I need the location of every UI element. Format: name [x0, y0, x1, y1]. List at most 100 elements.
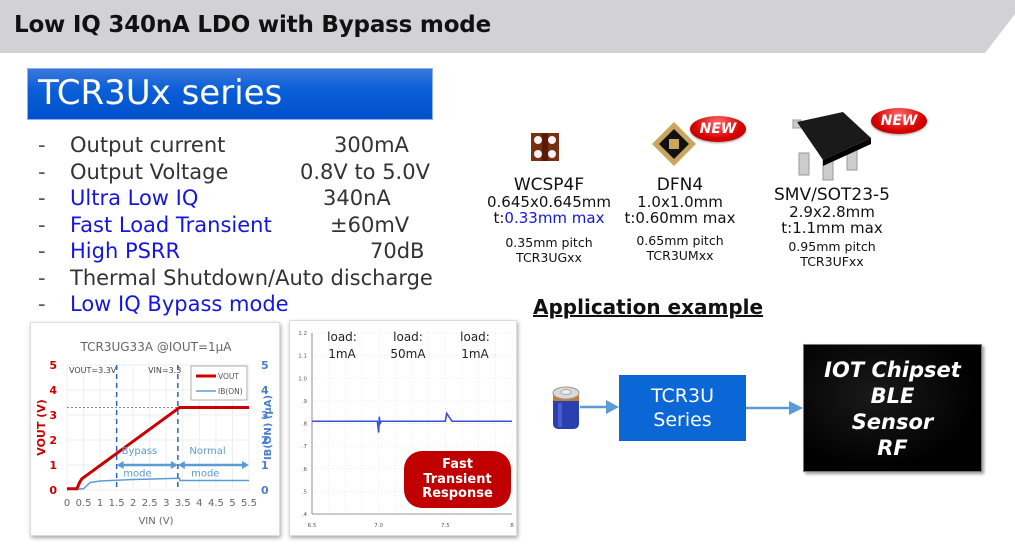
load-block: IOT Chipset BLE Sensor RF	[803, 344, 982, 472]
arrow-head	[242, 461, 249, 469]
arrow-head	[177, 461, 185, 469]
load-line: BLE	[870, 384, 915, 408]
feature-name: Fast Load Transient	[70, 212, 272, 237]
y2-tick-label: 2	[261, 434, 269, 447]
bullet: -	[38, 186, 46, 210]
y2-axis-label: IB(ON) (µA)	[263, 395, 274, 460]
x-tick-label: 1	[97, 498, 103, 509]
series-vout	[67, 406, 249, 491]
arrow-head	[116, 461, 124, 469]
feature-value: 70dB	[370, 239, 425, 263]
sot23-5-package-icon	[792, 112, 871, 181]
wcsp4f-package-icon	[531, 133, 559, 161]
feature-name: Ultra Low IQ	[70, 186, 199, 210]
y2-tick-label: 5	[261, 359, 269, 372]
x-tick-label: 1.5	[109, 498, 125, 509]
badge-line: Transient	[423, 471, 492, 487]
legend-label-vout: VOUT	[218, 372, 239, 381]
bullet: -	[38, 239, 46, 263]
y-axis-label: VOUT (V)	[35, 399, 48, 456]
load-line: IOT Chipset	[824, 358, 961, 382]
package-name: SMV/SOT23-5	[774, 185, 890, 205]
bullet: -	[38, 292, 46, 316]
x-tick-label: 0.5	[76, 498, 92, 509]
page-title: Low IQ 340nA LDO with Bypass mode	[14, 12, 491, 38]
x-tick-label: 3	[163, 498, 169, 509]
package-thickness: t:1.1mm max	[781, 219, 883, 237]
badge-line: Response	[422, 486, 493, 501]
feature-name: High PSRR	[70, 239, 181, 263]
x-tick-label: 7.0	[374, 523, 383, 529]
package-part: TCR3UGxx	[516, 250, 582, 265]
package-name: DFN4	[656, 175, 704, 195]
y-tick-label: 1.0	[298, 376, 307, 382]
load-label: load:	[327, 330, 357, 344]
battery-icon	[552, 386, 580, 429]
feature-name: Low IQ Bypass mode	[70, 292, 289, 316]
package-pitch: 0.65mm pitch	[636, 233, 724, 248]
y-tick-label: .4	[302, 512, 308, 518]
package-size: 1.0x1.0mm	[637, 193, 723, 211]
x-tick-label: 5.5	[241, 498, 257, 509]
legend-label-ib: IB(ON)	[218, 387, 243, 396]
series-ib-on	[66, 477, 249, 491]
feature-value: 0.8V to 5.0V	[300, 159, 430, 184]
feature-item: - Low IQ Bypass mode	[38, 291, 458, 318]
y2-tick-label: 3	[261, 409, 269, 422]
annotation-normal: Normal	[189, 446, 225, 457]
x-tick-label: 2.5	[142, 498, 158, 509]
dfn4-package-icon	[652, 122, 696, 166]
load-label: load:	[460, 330, 490, 344]
x-tick-label: 5	[229, 498, 235, 509]
feature-item: - Output current 300mA	[38, 132, 458, 159]
package-sot23-5: SMV/SOT23-5 2.9x2.8mm t:1.1mm max 0.95mm…	[767, 186, 897, 269]
feature-name: Thermal Shutdown/Auto discharge	[70, 265, 433, 290]
x-tick-label: 2	[130, 498, 136, 509]
package-pitch: 0.95mm pitch	[788, 239, 876, 254]
y-tick-label: 1.2	[298, 331, 307, 337]
regulator-line: Series	[653, 409, 712, 431]
y2-tick-label: 1	[261, 459, 269, 472]
y-tick-label: 4	[49, 384, 57, 397]
y-tick-label: .6	[302, 467, 308, 473]
y-tick-label: .8	[302, 422, 308, 428]
load-value: 1mA	[461, 347, 489, 361]
package-pitch: 0.35mm pitch	[505, 235, 593, 250]
arrow-regulator-to-load	[746, 401, 803, 415]
bullet: -	[38, 133, 46, 157]
bullet: -	[38, 212, 46, 237]
y-tick-label: 1	[49, 459, 57, 472]
y-tick-label: 3	[49, 409, 57, 422]
arrow-head	[170, 461, 178, 469]
annotation-normal-mode: mode	[191, 468, 219, 479]
x-tick-label: 3.5	[175, 498, 191, 509]
header-bar: Low IQ 340nA LDO with Bypass mode	[0, 0, 1015, 53]
feature-item: - Ultra Low IQ 340nA	[38, 185, 458, 212]
y-tick-label: 1.1	[298, 354, 307, 360]
feature-list: - Output current 300mA - Output Voltage …	[38, 132, 458, 318]
regulator-line: TCR3U	[651, 385, 714, 407]
series-title: TCR3Ux series	[38, 73, 283, 113]
load-label: load:	[393, 330, 423, 344]
y-tick-label: .5	[302, 489, 308, 495]
package-thickness: t:0.60mm max	[624, 209, 736, 227]
y-tick-label: .7	[302, 444, 308, 450]
y-tick-label: 0	[49, 484, 57, 497]
application-title: Application example	[533, 295, 764, 319]
annotation-vout: VOUT=3.3V	[69, 366, 117, 375]
load-value: 50mA	[390, 347, 426, 361]
y2-tick-label: 0	[261, 484, 269, 497]
load-value: 1mA	[328, 347, 356, 361]
fast-transient-badge: Fast Transient Response	[404, 451, 511, 508]
bullet: -	[38, 265, 46, 290]
y2-tick-label: 4	[261, 384, 269, 397]
feature-item: - Thermal Shutdown/Auto discharge	[38, 265, 458, 292]
package-name: WCSP4F	[513, 175, 585, 195]
x-tick-label: 7.5	[441, 523, 450, 529]
annotation-bypass-mode: mode	[123, 468, 151, 479]
feature-item: - Output Voltage 0.8V to 5.0V	[38, 159, 458, 186]
x-tick-label: 6.5	[308, 523, 317, 529]
package-thickness: t:0.33mm max	[493, 209, 605, 227]
header-background	[0, 0, 1015, 53]
